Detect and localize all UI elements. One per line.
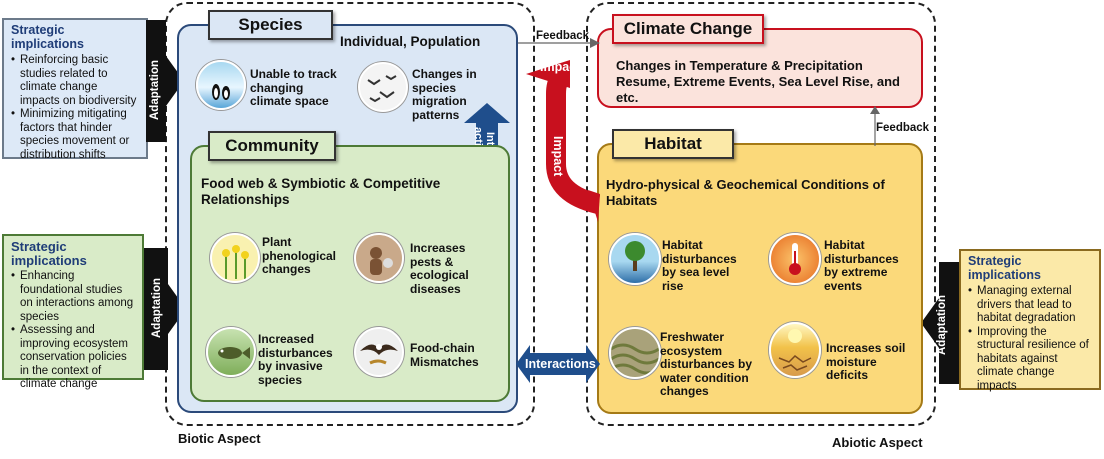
migrating-birds-icon (358, 62, 408, 112)
wetland-terrain-icon (609, 327, 661, 379)
community-heading: Food web & Symbiotic & Competitive Relat… (201, 176, 441, 207)
species-item-label: Unable to track changing climate space (250, 67, 337, 108)
feedback-label-right: Feedback (876, 122, 930, 134)
implication-item: Enhancing foundational studies on intera… (11, 270, 135, 324)
implication-item: Reinforcing basic studies related to cli… (11, 54, 139, 108)
impact-label-vertical: Impact (551, 135, 565, 177)
feedback-arrow-top (518, 38, 600, 48)
community-item-label: Increases pests & ecological diseases (410, 241, 469, 296)
flower-plant-icon (210, 233, 260, 283)
sea-level-tree-icon (609, 233, 661, 285)
species-heading: Individual, Population (340, 34, 481, 49)
implication-item: Improving the structural resilience of h… (968, 326, 1092, 394)
invasive-fish-icon (206, 327, 256, 377)
thermometer-heat-icon (769, 233, 821, 285)
strategic-implications-title: Strategic implications (11, 239, 87, 268)
interactions-horizontal-label: Interactions (525, 357, 596, 371)
implication-item: Assessing and improving ecosystem conser… (11, 324, 135, 392)
adaptation-arrow-left-top (146, 20, 184, 142)
eagle-prey-icon (354, 327, 404, 377)
feedback-arrow-right (870, 106, 880, 146)
adaptation-arrow-left-bottom (144, 248, 186, 370)
pest-disease-icon (354, 233, 404, 283)
habitat-item-label: Habitat disturbances by extreme events (824, 238, 899, 293)
adaptation-label: Adaptation (151, 277, 163, 339)
strategic-implications-left-bottom: Strategic implications Enhancing foundat… (2, 234, 144, 390)
community-tab: Community (208, 131, 336, 161)
penguin-ice-icon (196, 60, 246, 110)
species-tab: Species (208, 10, 333, 40)
community-item-label: Plant phenological changes (262, 235, 337, 276)
feedback-label-top: Feedback (536, 30, 590, 42)
strategic-implications-title: Strategic implications (11, 23, 84, 51)
climate-change-text: Changes in Temperature & Precipitation R… (616, 58, 900, 105)
habitat-item-label: Increases soil moisture deficits (826, 341, 906, 382)
climate-change-tab: Climate Change (612, 14, 764, 44)
dry-soil-sun-icon (769, 322, 821, 378)
interactions-horizontal-arrow (516, 345, 600, 383)
habitat-item-label: Freshwater ecosystem disturbances by wat… (660, 330, 753, 398)
strategic-implications-right: Strategic implications Managing external… (959, 249, 1101, 392)
strategic-implications-title: Strategic implications (968, 254, 1041, 282)
community-item-label: Food-chain Mismatches (410, 341, 479, 369)
adaptation-label: Adaptation (149, 59, 161, 121)
adaptation-arrow-right (921, 262, 959, 384)
impact-label-horizontal: Impact (540, 60, 581, 74)
impact-arrow (526, 60, 600, 222)
abiotic-aspect-container (586, 2, 936, 426)
habitat-item-label: Habitat disturbances by sea level rise (662, 238, 737, 293)
biotic-aspect-label: Biotic Aspect (178, 431, 261, 446)
implication-item: Managing external drivers that lead to h… (968, 285, 1092, 326)
adaptation-label: Adaptation (936, 294, 948, 356)
biotic-aspect-container (165, 2, 535, 426)
abiotic-aspect-label: Abiotic Aspect (832, 435, 923, 450)
species-item-label: Changes in species migration patterns (412, 67, 477, 122)
habitat-tab: Habitat (612, 129, 734, 159)
implication-item: Minimizing mitigating factors that hinde… (11, 108, 139, 162)
habitat-heading: Hydro-physical & Geochemical Conditions … (606, 177, 885, 208)
community-item-label: Increased disturbances by invasive speci… (258, 332, 333, 387)
strategic-implications-left-top: Strategic implications Reinforcing basic… (2, 18, 148, 162)
